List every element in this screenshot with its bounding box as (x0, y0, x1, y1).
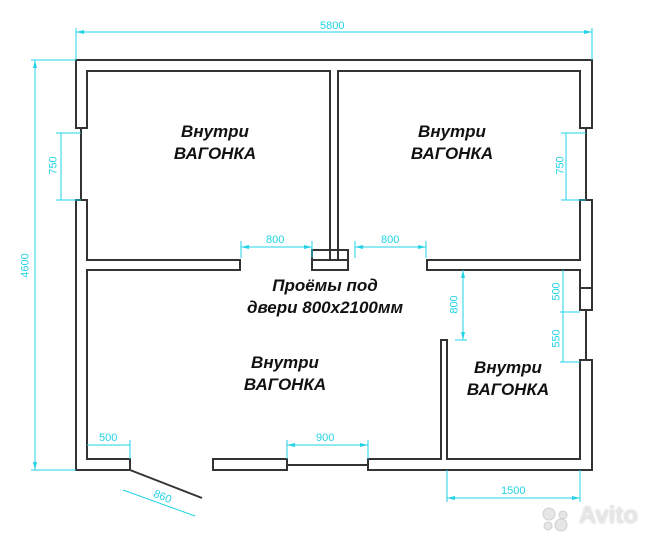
dim-right-wall-upper: 500 (550, 282, 563, 301)
room-label-line: ВАГОНКА (410, 144, 494, 163)
dim-door-left: 800 (266, 234, 285, 246)
room-label-top-right: Внутри ВАГОНКА (392, 121, 512, 165)
dim-right-window: 750 (554, 156, 567, 175)
door-openings-note: Проёмы под двери 800х2100мм (215, 275, 435, 319)
note-line: двери 800х2100мм (246, 298, 404, 317)
avito-watermark: Avito (542, 502, 638, 532)
dim-door-bath: 800 (448, 295, 461, 314)
dimension-lines (31, 28, 593, 517)
avito-watermark-text: Avito (578, 502, 638, 529)
dim-entry-offset: 500 (99, 432, 118, 444)
room-label-bath: Внутри ВАГОНКА (448, 357, 568, 401)
dim-front-window: 900 (316, 432, 335, 444)
note-line: Проёмы под (272, 276, 378, 295)
room-label-line: ВАГОНКА (243, 375, 327, 394)
dim-top-total: 5800 (320, 20, 345, 32)
dim-left-window: 750 (47, 156, 60, 175)
room-label-line: Внутри (418, 122, 486, 141)
dimension-arrows (33, 30, 592, 500)
dim-right-window-lower: 550 (550, 329, 563, 348)
room-label-line: ВАГОНКА (173, 144, 257, 163)
avito-logo-icon (542, 507, 568, 532)
dim-bath-width: 1500 (501, 485, 526, 497)
walls (75, 59, 593, 499)
room-label-line: Внутри (474, 358, 542, 377)
room-label-main-room: Внутри ВАГОНКА (225, 352, 345, 396)
dim-door-right: 800 (381, 234, 400, 246)
room-label-line: Внутри (251, 353, 319, 372)
room-label-line: ВАГОНКА (466, 380, 550, 399)
dim-left-total: 4600 (19, 253, 32, 278)
room-label-top-left: Внутри ВАГОНКА (155, 121, 275, 165)
room-label-line: Внутри (181, 122, 249, 141)
